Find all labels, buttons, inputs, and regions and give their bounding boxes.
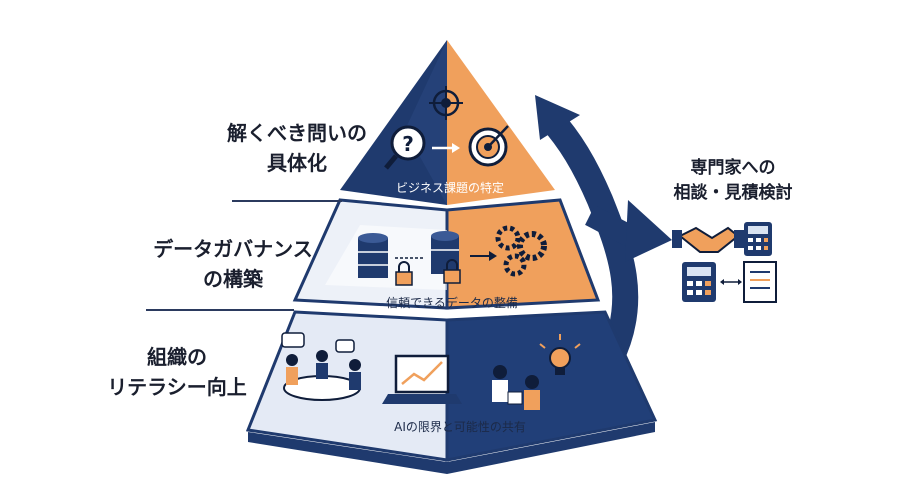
divider-line: [146, 309, 294, 311]
label-expert-line1: 専門家への: [690, 158, 776, 178]
label-top-tier: 解くべき問いの 具体化: [212, 118, 382, 178]
lightbulb-icon: [539, 334, 581, 375]
upward-arrow-icon: [535, 95, 672, 366]
handshake-icon: [672, 226, 744, 253]
speech-bubble-icon: [281, 332, 355, 353]
label-middle-line1: データガバナンス: [153, 237, 313, 261]
calculator-icon: [682, 222, 772, 302]
crosshair-icon: [429, 86, 463, 120]
label-expert-line2: 相談・見積検討: [673, 183, 793, 203]
divider-line: [232, 200, 342, 202]
gear-icon: [495, 225, 547, 277]
caption-top-tier: ビジネス課題の特定: [395, 181, 504, 195]
pyramid-top-tier: [340, 40, 555, 205]
meeting-people-icon: [283, 350, 361, 401]
label-middle-tier: データガバナンス の構築: [118, 234, 348, 294]
label-top-line1: 解くべき問いの: [227, 121, 367, 145]
caption-middle-tier: 信頼できるデータの整備: [386, 296, 518, 310]
question-magnifier-icon: ?: [384, 125, 426, 170]
lock-icon: [395, 259, 461, 286]
database-icon: [358, 231, 459, 278]
label-middle-line2: の構築: [203, 267, 263, 291]
label-bottom-line1: 組織の: [147, 345, 207, 369]
advisor-people-icon: [492, 365, 540, 410]
caption-bottom-tier: AIの限界と可能性の共有: [394, 420, 526, 434]
svg-text:?: ?: [402, 132, 414, 156]
target-icon: [468, 125, 509, 167]
document-icon: [743, 261, 777, 303]
exchange-arrows-icon: [720, 279, 742, 285]
laptop-chart-icon: [382, 354, 462, 404]
label-expert-consult: 専門家への 相談・見積検討: [668, 156, 798, 206]
label-top-line2: 具体化: [267, 151, 327, 175]
label-bottom-line2: リテラシー向上: [107, 375, 247, 399]
label-bottom-tier: 組織の リテラシー向上: [92, 342, 262, 402]
